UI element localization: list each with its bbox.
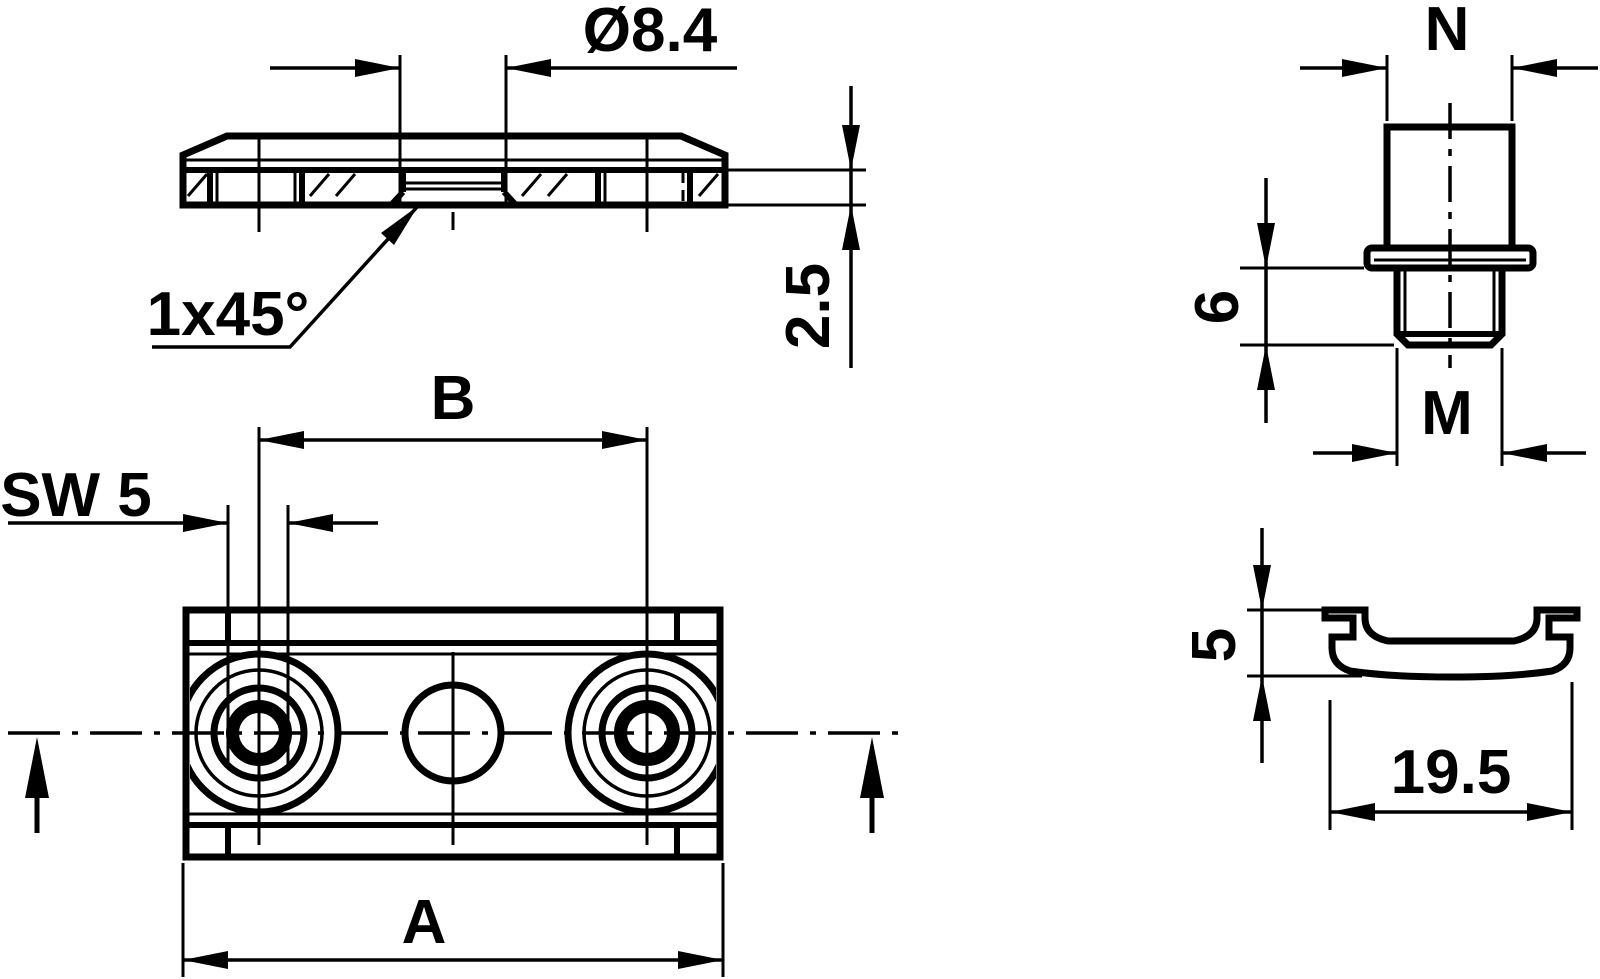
dim-base-thickness: 2.5 [774, 263, 843, 349]
arrowhead [1253, 676, 1271, 721]
hatch-line [308, 173, 331, 197]
hatch-line [546, 173, 569, 197]
dim-hole-spacing: B [431, 364, 476, 433]
hatch-line [334, 173, 357, 197]
arrowhead [506, 59, 551, 77]
dim-shank-diameter: N [1425, 0, 1470, 64]
arrowhead [1330, 803, 1375, 821]
hatch-line [697, 173, 720, 197]
dim-hole-diameter: Ø8.4 [583, 0, 718, 65]
arrowhead [259, 431, 304, 449]
dim-overall-length: A [402, 888, 447, 957]
arrowhead [1253, 565, 1271, 610]
plate-plan-view: B SW 5 A [0, 364, 905, 977]
dim-thread-length: 6 [1183, 290, 1252, 324]
hatch-line [520, 173, 543, 197]
dim-chamfer: 1x45° [147, 280, 310, 349]
arrowhead [842, 205, 860, 250]
arrowhead [183, 951, 228, 969]
dim-width-across-flats: SW 5 [0, 461, 152, 530]
arrowhead [1502, 444, 1547, 462]
datum-arrow [25, 737, 49, 798]
arrowhead [1342, 59, 1387, 77]
arrowhead [1352, 444, 1397, 462]
arrowhead [1527, 803, 1572, 821]
arrowhead [842, 125, 860, 170]
arrowhead [1257, 345, 1275, 390]
arrowhead [1257, 223, 1275, 268]
leader-line [152, 204, 420, 349]
arrowhead [602, 431, 647, 449]
dim-clamp-width: 19.5 [1391, 738, 1512, 807]
arrowhead [288, 514, 333, 532]
clamp-profile-outline [1321, 606, 1581, 681]
plate-side-section-view: Ø8.4 2.5 1x45° [147, 0, 866, 368]
arrowhead [355, 59, 400, 77]
stud-side-view: N 6 M [1183, 0, 1598, 466]
clamp-profile-view: 5 19.5 [1180, 528, 1581, 830]
datum-arrow [860, 737, 884, 798]
hatch-line [186, 173, 209, 197]
dim-clamp-height: 5 [1180, 628, 1249, 662]
arrowhead [678, 951, 723, 969]
arrowhead [183, 514, 228, 532]
dim-thread-size: M [1421, 379, 1473, 448]
arrowhead [1512, 59, 1557, 77]
leader-arrowhead [381, 206, 418, 245]
